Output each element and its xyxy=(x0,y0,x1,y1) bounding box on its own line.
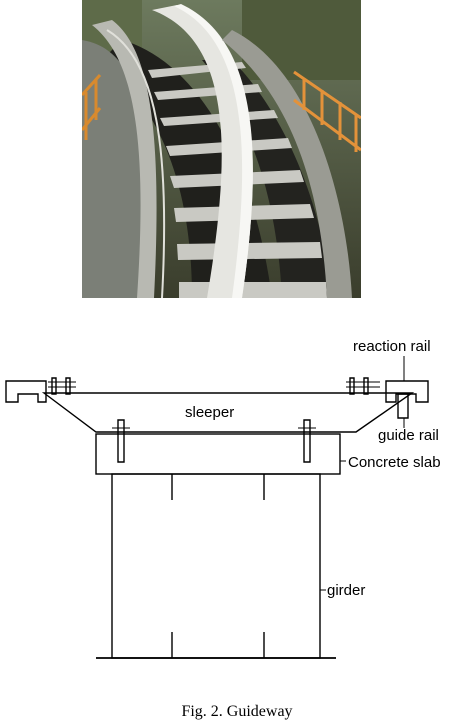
guide-rail xyxy=(397,393,409,419)
sleeper-label: sleeper xyxy=(185,404,235,421)
guide-rail-label: guide rail xyxy=(378,427,439,444)
right-reaction-rail xyxy=(385,380,429,403)
guideway-cross-section-diagram xyxy=(0,325,474,670)
girder-shape xyxy=(111,473,321,659)
concrete-slab-label: Concrete slab xyxy=(348,454,441,471)
sleeper-shape xyxy=(41,392,415,433)
guideway-photo xyxy=(82,0,361,298)
girder-label: girder xyxy=(327,582,366,599)
figure-caption: Fig. 2. Guideway xyxy=(181,703,293,720)
reaction-rail-label: reaction rail xyxy=(353,338,431,355)
left-reaction-rail xyxy=(5,380,47,403)
